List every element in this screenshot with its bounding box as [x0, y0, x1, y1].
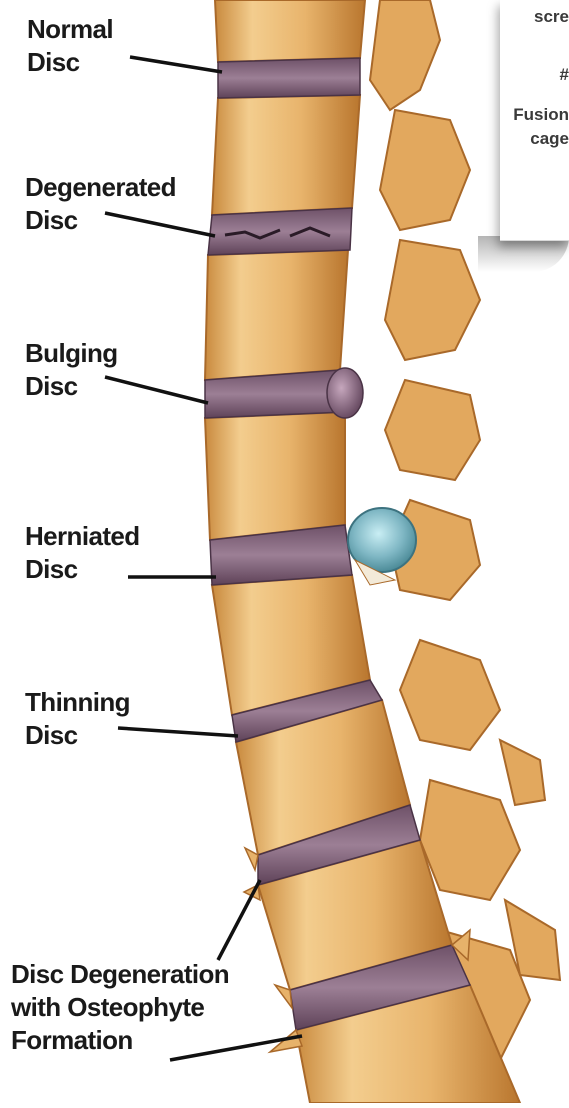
- label-bulging-disc: Bulging Disc: [25, 337, 118, 403]
- label-thinning-line1: Thinning: [25, 686, 130, 719]
- inset-panel: scre # Fusion cage: [500, 0, 569, 241]
- leader-bulging: [105, 377, 208, 403]
- label-bulging-line2: Disc: [25, 370, 118, 403]
- label-degenerated-line1: Degenerated: [25, 171, 176, 204]
- leader-osteophyte-upper: [218, 880, 260, 960]
- label-bulging-line1: Bulging: [25, 337, 118, 370]
- label-osteophyte: Disc Degeneration with Osteophyte Format…: [11, 958, 229, 1057]
- label-thinning-line2: Disc: [25, 719, 130, 752]
- label-normal-line2: Disc: [27, 46, 113, 79]
- inset-line-4: cage: [500, 128, 569, 149]
- inset-line-2: #: [500, 64, 569, 85]
- normal-disc: [218, 58, 360, 98]
- disc-bulge: [327, 368, 363, 418]
- label-herniated-line1: Herniated: [25, 520, 140, 553]
- label-osteophyte-line2: with Osteophyte: [11, 991, 229, 1024]
- label-degenerated-disc: Degenerated Disc: [25, 171, 176, 237]
- label-normal-disc: Normal Disc: [27, 13, 113, 79]
- leader-thinning: [118, 728, 238, 736]
- label-herniated-disc: Herniated Disc: [25, 520, 140, 586]
- inset-line-1: scre: [500, 6, 569, 27]
- label-osteophyte-line3: Formation: [11, 1024, 229, 1057]
- leader-normal: [130, 57, 222, 72]
- inset-line-3: Fusion: [500, 104, 569, 125]
- label-osteophyte-line1: Disc Degeneration: [11, 958, 229, 991]
- label-herniated-line2: Disc: [25, 553, 140, 586]
- label-normal-line1: Normal: [27, 13, 113, 46]
- label-thinning-disc: Thinning Disc: [25, 686, 130, 752]
- label-degenerated-line2: Disc: [25, 204, 176, 237]
